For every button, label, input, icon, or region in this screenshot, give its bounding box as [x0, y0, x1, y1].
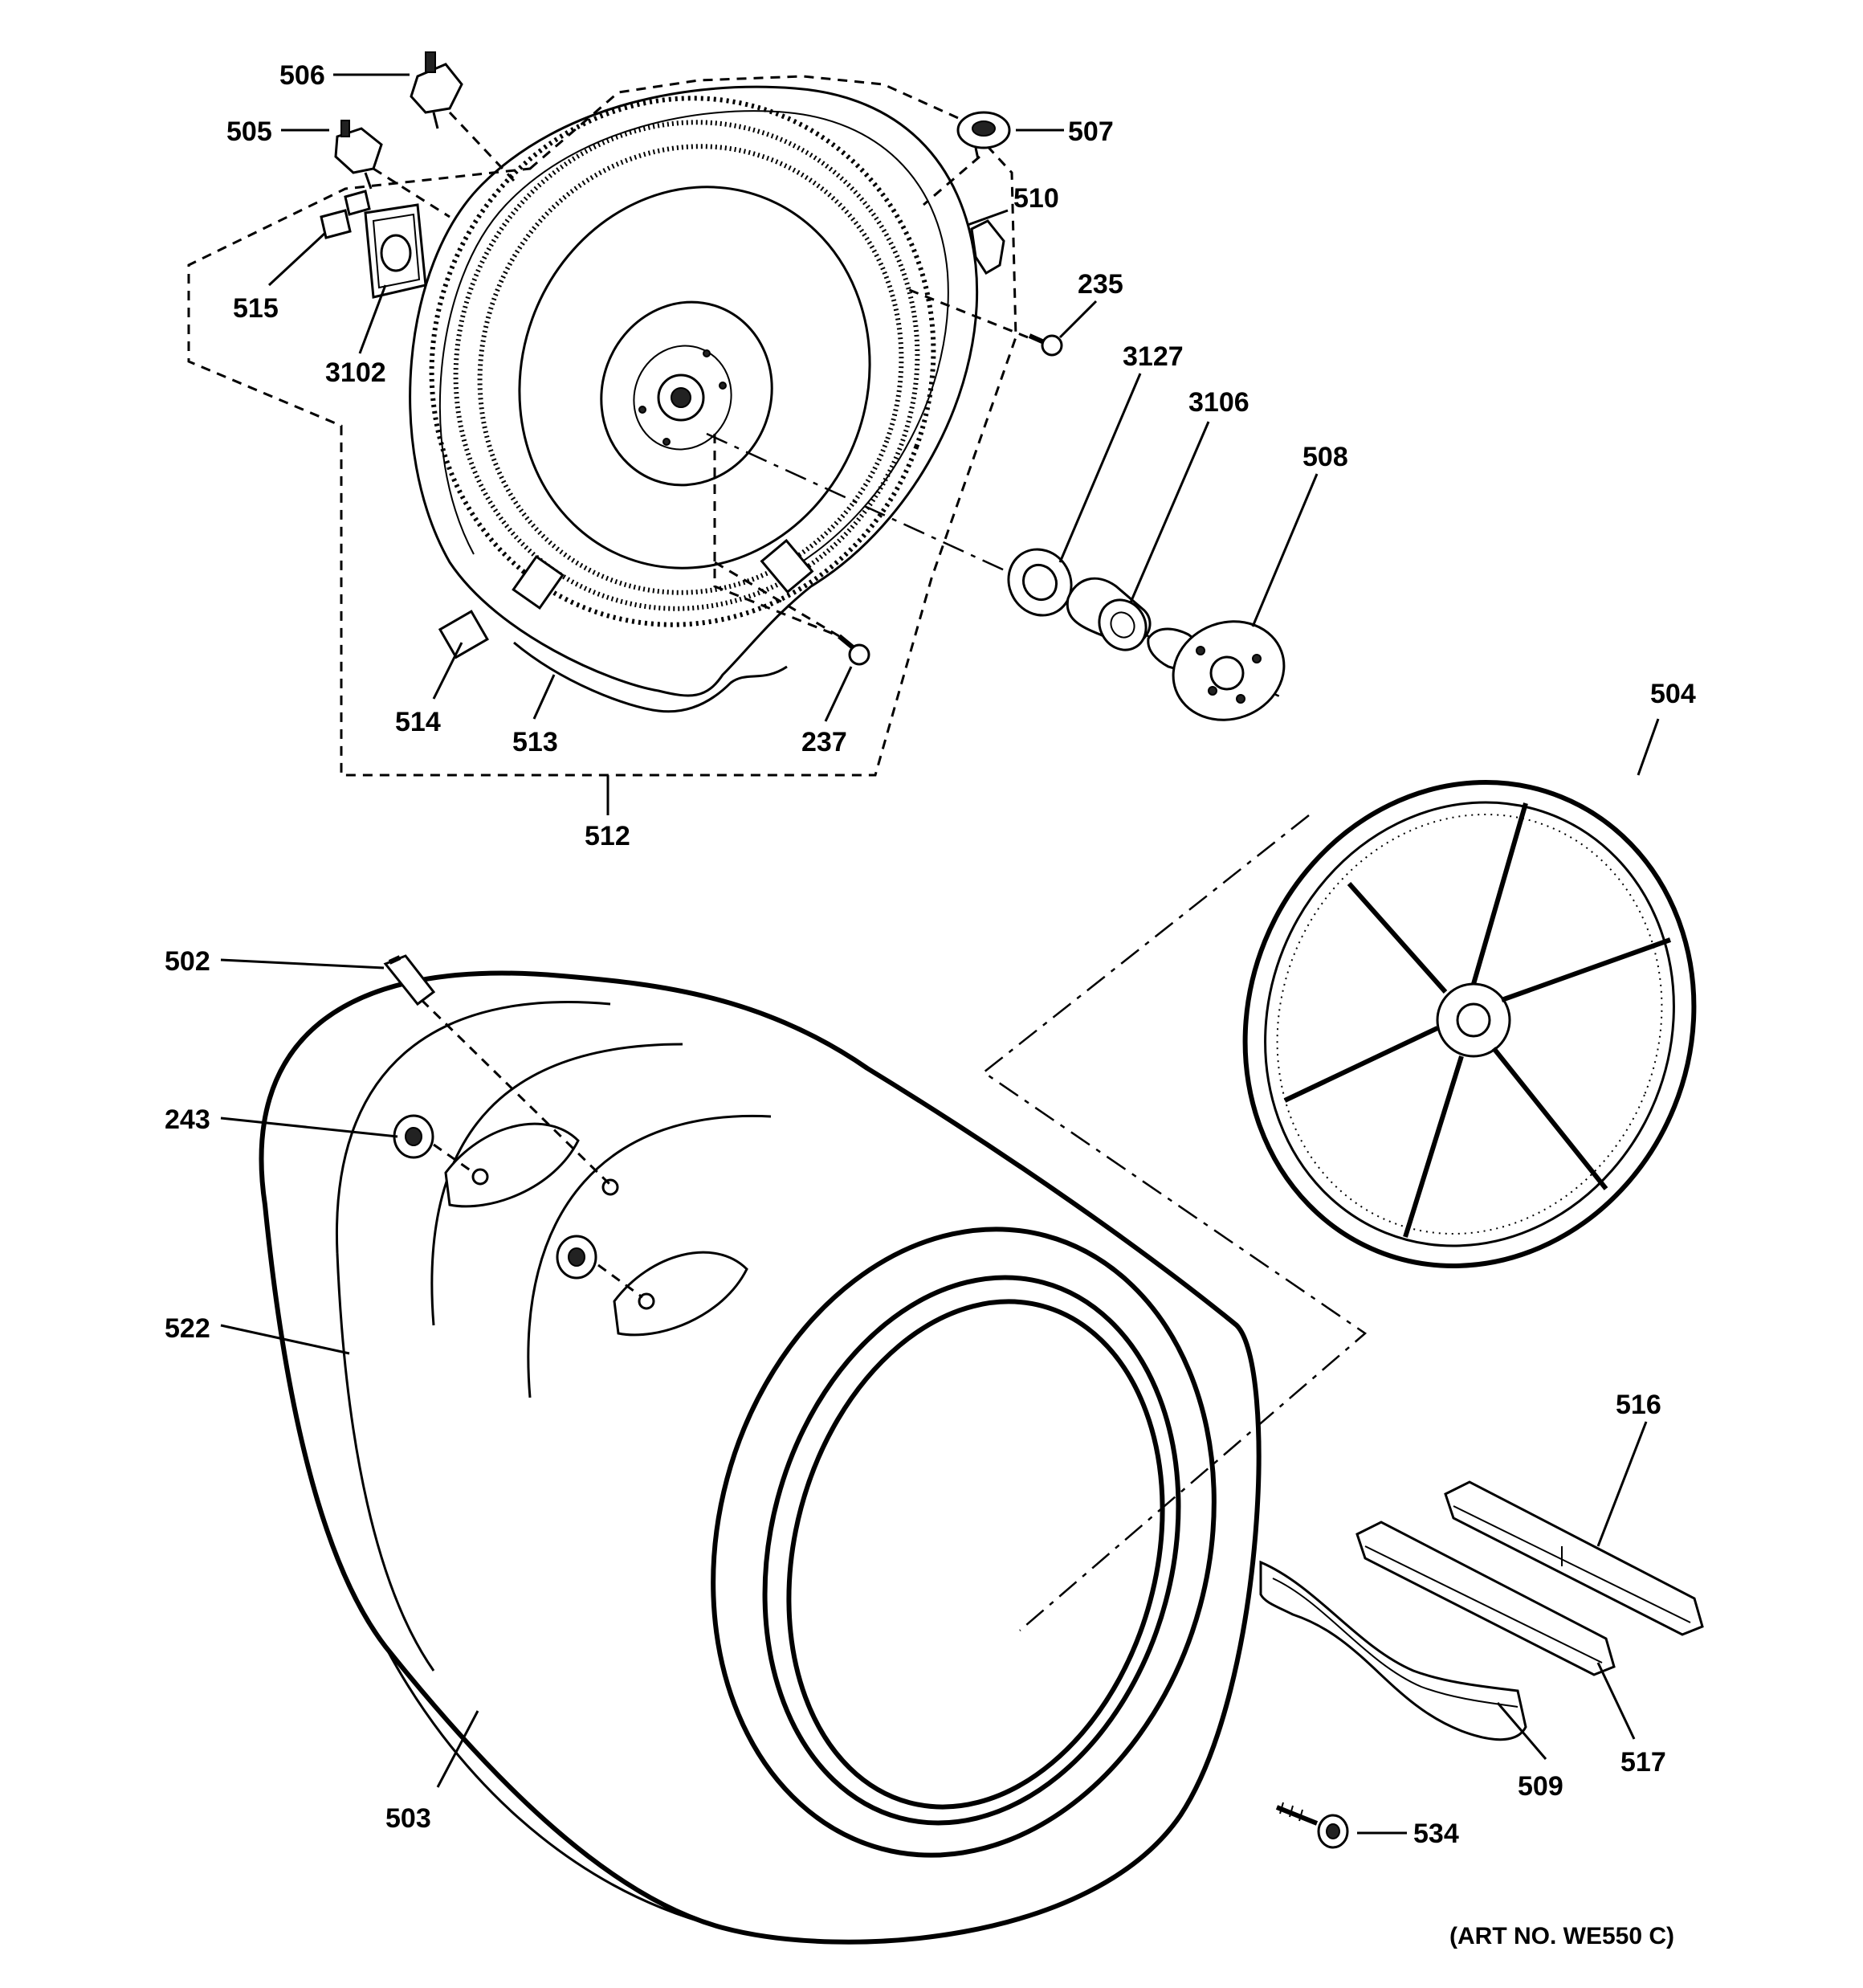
callout-502: 502 — [165, 946, 210, 977]
baffle-516 — [1444, 1480, 1704, 1636]
baffle-mount-lower — [613, 1251, 748, 1337]
callout-507: 507 — [1068, 116, 1114, 147]
bearing-3106 — [1066, 577, 1152, 651]
baffle-mount-upper — [444, 1122, 580, 1208]
callout-509: 509 — [1518, 1771, 1563, 1802]
callout-506: 506 — [279, 60, 325, 91]
callout-513: 513 — [512, 727, 558, 757]
drum-front-opening — [711, 1227, 1217, 1858]
thermostat-506 — [410, 51, 463, 129]
washer-243-second — [556, 1235, 597, 1280]
drum-503 — [259, 970, 1262, 1945]
assembly-512-outline — [187, 75, 1017, 777]
callout-3127: 3127 — [1123, 341, 1184, 372]
callout-3106: 3106 — [1188, 387, 1249, 418]
callout-labels: 506 505 507 510 515 3102 235 3127 3106 5… — [165, 60, 1696, 1949]
screw-534 — [1275, 1802, 1349, 1849]
drum-shaft-508 — [1147, 620, 1286, 721]
drum-back-plate-504 — [1242, 780, 1697, 1268]
callout-510: 510 — [1013, 183, 1059, 214]
drum-body — [259, 970, 1262, 1945]
baffle-509 — [1259, 1560, 1527, 1741]
screw-235 — [1028, 333, 1063, 357]
thermal-fuse-507 — [956, 111, 1011, 160]
callout-503: 503 — [385, 1803, 431, 1834]
thermostat-505 — [334, 120, 383, 190]
callout-243: 243 — [165, 1104, 210, 1135]
callout-517: 517 — [1620, 1747, 1666, 1778]
baffle-517 — [1355, 1521, 1616, 1676]
callout-522: 522 — [165, 1313, 210, 1344]
terminal-block-514 — [438, 610, 489, 659]
callout-505: 505 — [226, 116, 272, 147]
callout-514: 514 — [395, 707, 441, 737]
leader-lines — [220, 73, 1660, 1835]
callout-235: 235 — [1078, 269, 1123, 300]
callout-516: 516 — [1616, 1390, 1661, 1420]
callout-3102: 3102 — [325, 357, 386, 388]
callout-508: 508 — [1302, 442, 1348, 472]
rear-bulkhead-assembly — [187, 51, 1063, 777]
heater-coil-mid — [453, 120, 920, 611]
washer-243 — [393, 1114, 434, 1159]
heater-coil-outer — [429, 96, 936, 627]
callout-515: 515 — [233, 293, 279, 324]
callout-504: 504 — [1650, 679, 1696, 709]
screw-237 — [838, 634, 870, 666]
callout-534: 534 — [1413, 1819, 1459, 1849]
inner-plate — [518, 186, 871, 569]
cover-plate-3102 — [364, 203, 427, 299]
bolt-502 — [383, 954, 436, 1006]
brackets-515 — [320, 190, 371, 239]
art-number: (ART NO. WE550 C) — [1449, 1923, 1674, 1949]
clip-510 — [970, 219, 1005, 276]
bulkhead-housing — [409, 85, 979, 697]
callout-512: 512 — [585, 821, 630, 851]
back-plate-hub — [1436, 982, 1511, 1058]
bearing-ring-3127 — [1007, 548, 1073, 617]
callout-237: 237 — [801, 727, 847, 757]
